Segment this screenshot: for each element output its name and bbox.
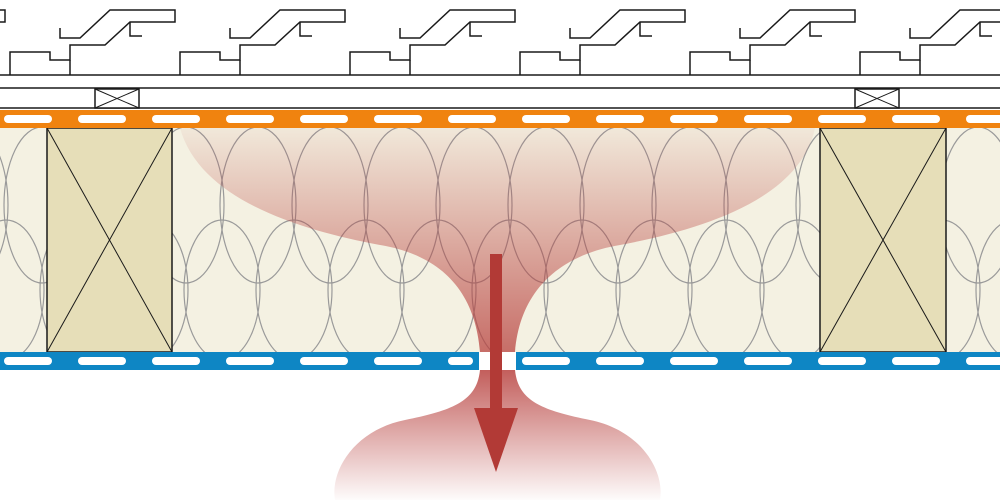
roof-tile-detail xyxy=(239,22,312,75)
membrane-dash xyxy=(522,115,570,123)
membrane-dash xyxy=(4,115,52,123)
counter-battens xyxy=(94,88,900,109)
rafters xyxy=(46,127,947,353)
membrane-dash xyxy=(522,357,570,365)
membrane-dash xyxy=(596,115,644,123)
vapour-flow-arrow xyxy=(474,254,518,472)
counter-batten-cross xyxy=(94,88,140,109)
membrane-dash xyxy=(448,357,473,365)
roof-tile xyxy=(519,9,686,75)
rafter-cross xyxy=(819,127,947,353)
membrane-dash xyxy=(670,357,718,365)
membrane-dash xyxy=(818,357,866,365)
membrane-dash xyxy=(670,115,718,123)
membrane-dash xyxy=(892,115,940,123)
membrane-dash xyxy=(4,357,52,365)
membrane-dash xyxy=(596,357,644,365)
battens xyxy=(0,87,1000,109)
membrane-dash xyxy=(448,115,496,123)
roof-tile xyxy=(9,9,176,75)
membrane-dash xyxy=(78,357,126,365)
roof-tile xyxy=(689,9,856,75)
membrane-dash xyxy=(226,357,274,365)
roof-tile-detail xyxy=(579,22,652,75)
membrane-dash xyxy=(892,357,940,365)
roof-tile-detail xyxy=(409,22,482,75)
membrane-dash xyxy=(374,115,422,123)
roof-tiles xyxy=(0,9,1000,76)
roof-tile xyxy=(179,9,346,75)
roof-tile-detail xyxy=(919,22,992,75)
membrane-dash xyxy=(966,115,1000,123)
roof-tile xyxy=(349,9,516,75)
rafter-cross xyxy=(46,127,173,353)
vapour-plume-inside xyxy=(180,128,815,352)
fibre-loop xyxy=(687,219,765,352)
membrane-dash xyxy=(744,115,792,123)
membrane-dash xyxy=(78,115,126,123)
outer-membrane xyxy=(0,110,1000,128)
fibre-loop xyxy=(0,219,45,352)
membrane-dash xyxy=(300,115,348,123)
fibre-loop xyxy=(183,219,261,352)
membrane-dash xyxy=(818,115,866,123)
roof-tile-detail xyxy=(69,22,142,75)
fibre-loop xyxy=(975,224,1000,352)
membrane-dash xyxy=(374,357,422,365)
roof-tile xyxy=(859,9,1000,75)
membrane-dash xyxy=(152,115,200,123)
fibre-loop xyxy=(0,155,9,255)
membrane-dash xyxy=(744,357,792,365)
membrane-dash xyxy=(152,357,200,365)
membrane-dash xyxy=(300,357,348,365)
membrane-band xyxy=(0,110,1000,128)
membrane-dash xyxy=(226,115,274,123)
roof-tile xyxy=(0,9,6,23)
membrane-dash xyxy=(966,357,1000,365)
roof-tile-detail xyxy=(749,22,822,75)
counter-batten-cross xyxy=(854,88,900,109)
